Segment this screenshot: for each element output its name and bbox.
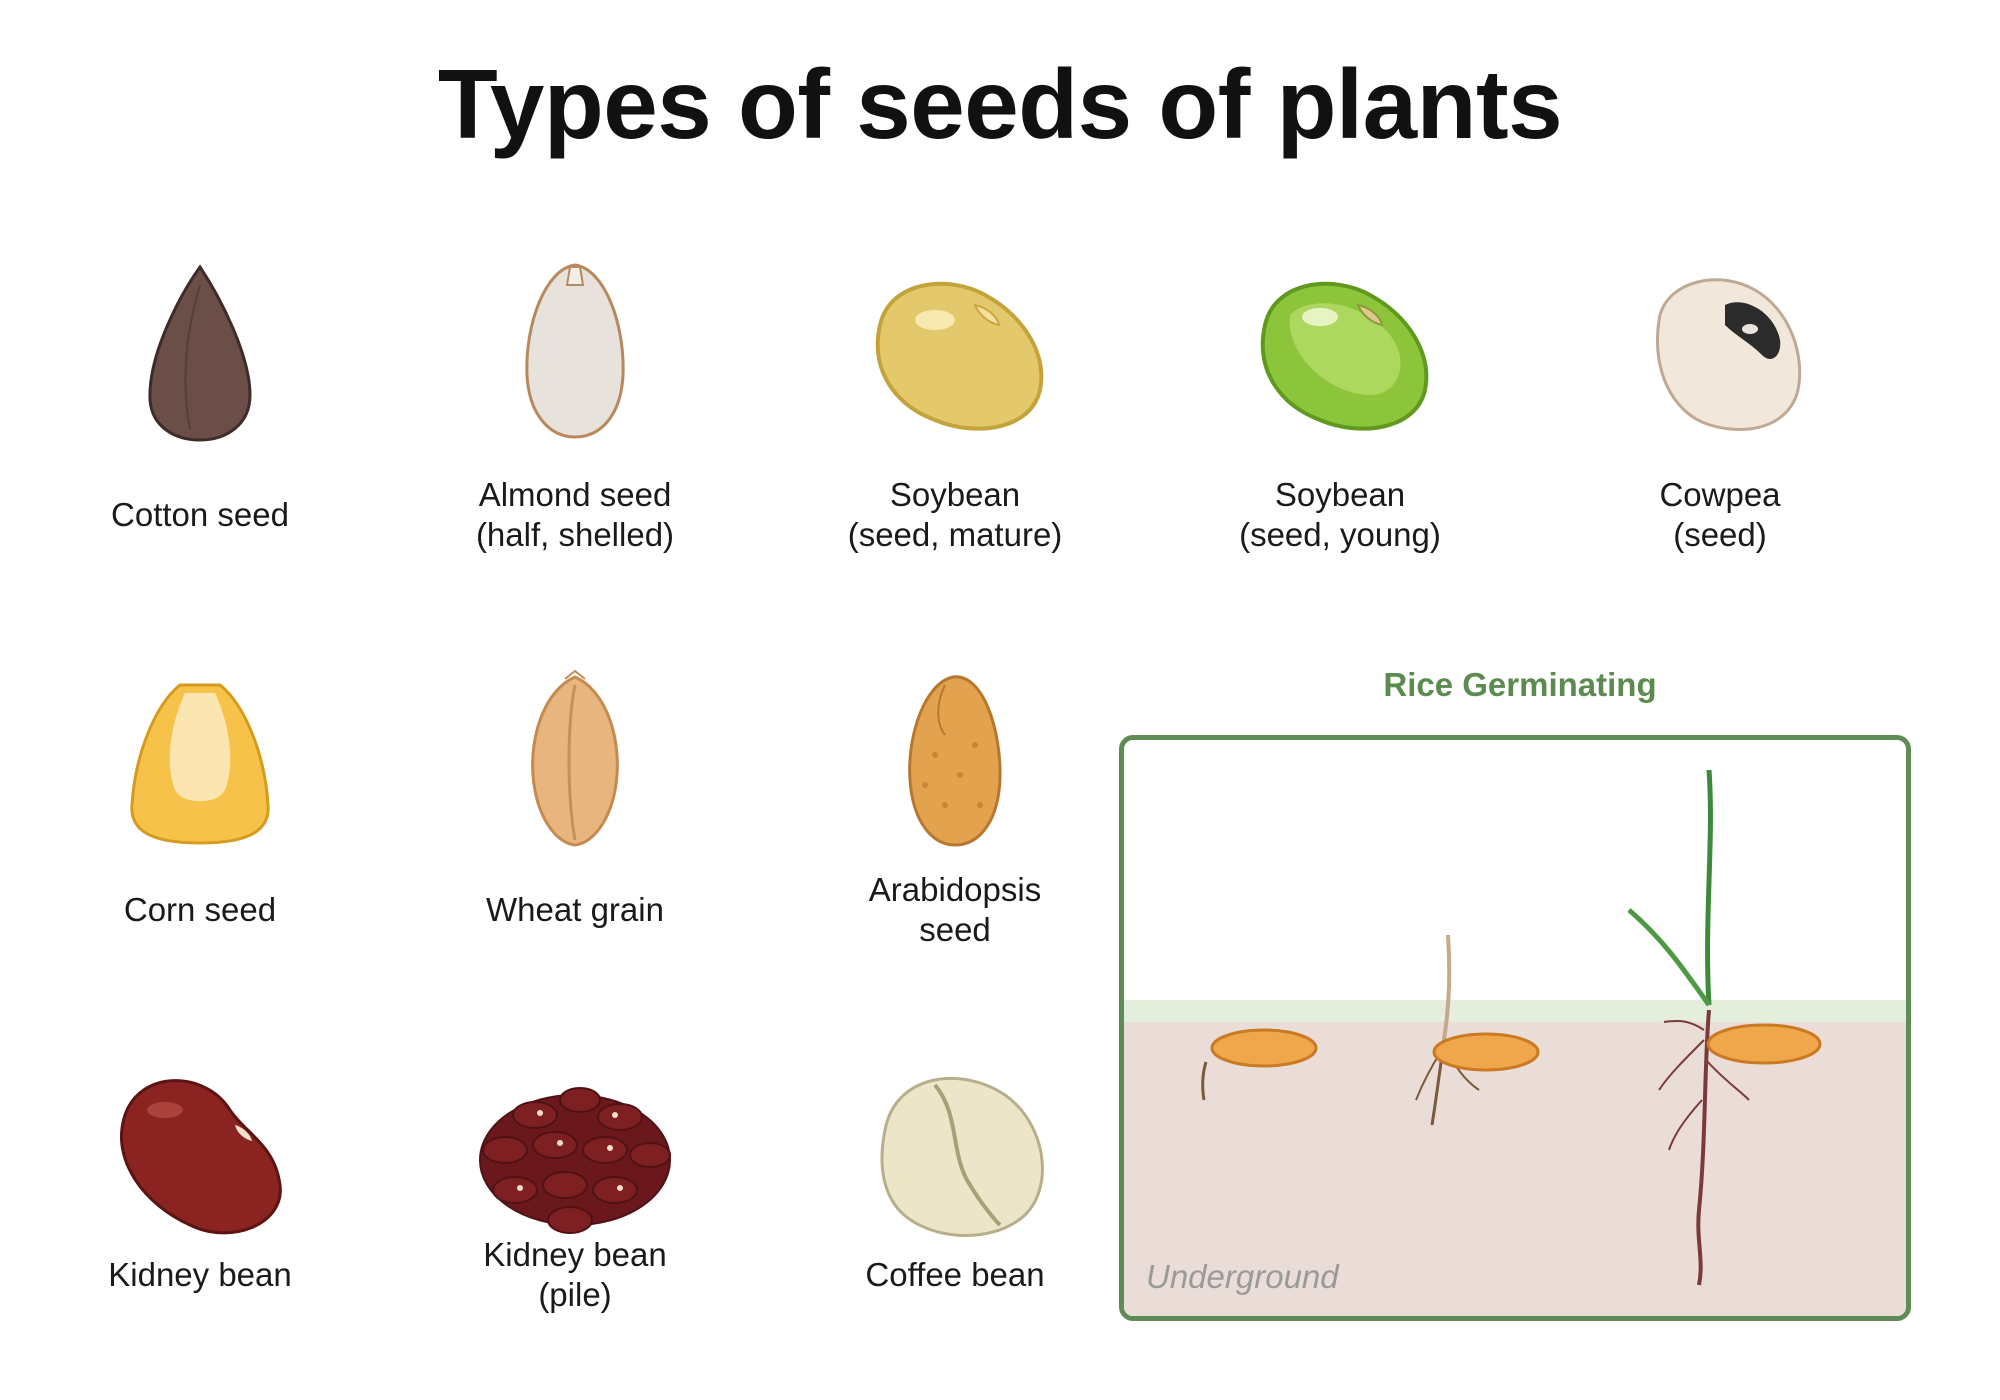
rice-panel-title: Rice Germinating — [1383, 666, 1657, 703]
seed-label-line: Wheat grain — [486, 891, 664, 928]
wheat-grain-icon — [531, 669, 619, 847]
seed-label-line: Coffee bean — [865, 1256, 1045, 1293]
arabidopsis-seed-icon — [908, 675, 1002, 847]
seed-label-line: Soybean — [1274, 476, 1406, 513]
seed-label-line: (seed) — [1673, 516, 1767, 553]
rice-germination-illustration — [1124, 769, 1906, 1316]
corn-seed-icon — [130, 683, 270, 845]
soybean-mature-icon — [875, 281, 1044, 431]
seed-label-line: Kidney bean — [483, 1236, 667, 1273]
seed-label-line: (seed, mature) — [847, 516, 1063, 553]
seed-label-line: Corn seed — [123, 891, 277, 928]
seed-label-line: Cowpea — [1659, 476, 1781, 513]
soybean-young-icon — [1260, 281, 1429, 431]
kidney-bean-pile-icon — [479, 1087, 671, 1234]
rice-seed-stage-2 — [1415, 934, 1540, 1126]
page-title: Types of seeds of plants — [437, 49, 1563, 159]
almond-seed-icon — [525, 263, 625, 439]
seed-label-line: Cotton seed — [111, 496, 289, 533]
coffee-bean-icon — [880, 1076, 1044, 1237]
seed-label-line: Soybean — [889, 476, 1021, 513]
seed-label-line: Almond seed — [478, 476, 672, 513]
rice-seed-stage-1 — [1201, 1028, 1318, 1101]
seed-label-line: (pile) — [538, 1276, 612, 1313]
cotton-seed-icon — [148, 264, 252, 442]
cowpea-icon — [1655, 278, 1802, 431]
underground-label: Underground — [1146, 1258, 1339, 1295]
seed-label-line: Arabidopsis — [868, 871, 1042, 908]
seed-label-line: (seed, young) — [1239, 516, 1441, 553]
seed-label-line: (half, shelled) — [475, 516, 675, 553]
kidney-bean-icon — [119, 1079, 282, 1235]
rice-germination-panel: Underground — [1119, 735, 1911, 1321]
seed-label-line: Kidney bean — [108, 1256, 292, 1293]
seed-label-line: seed — [919, 911, 991, 948]
rice-seed-stage-3 — [1627, 769, 1822, 1286]
